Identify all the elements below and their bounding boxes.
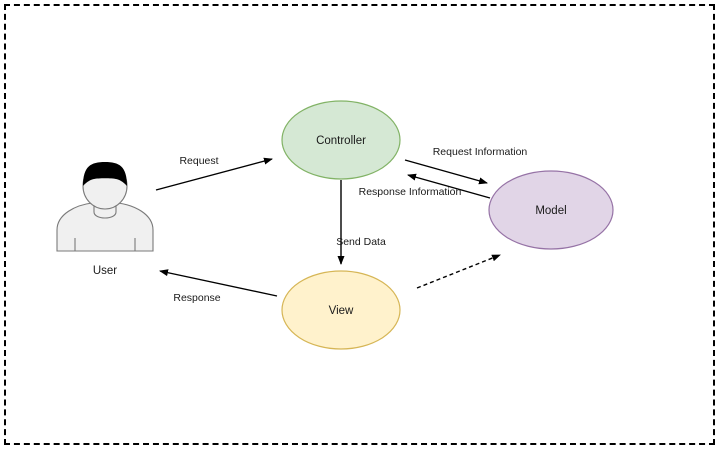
actor-user[interactable]: User bbox=[56, 162, 154, 277]
user-label: User bbox=[93, 265, 117, 277]
view-label: View bbox=[329, 305, 354, 317]
model-label: Model bbox=[535, 205, 566, 217]
controller-label: Controller bbox=[316, 135, 366, 147]
user-avatar-icon bbox=[56, 162, 154, 252]
node-controller[interactable]: Controller bbox=[281, 100, 401, 180]
edge-send-data: Send Data bbox=[336, 180, 386, 265]
edge-label-request: Request bbox=[179, 155, 218, 167]
edge-view-to-model-dashed bbox=[416, 254, 501, 289]
edge-label-request-information: Request Information bbox=[433, 146, 528, 158]
diagram-frame-border bbox=[4, 4, 715, 445]
edge-request-information: Request Information bbox=[404, 146, 528, 185]
edge-request: Request bbox=[155, 155, 273, 191]
edge-label-send-data: Send Data bbox=[336, 236, 386, 248]
controller-ellipse[interactable] bbox=[281, 100, 401, 180]
node-view[interactable]: View bbox=[281, 270, 401, 350]
model-ellipse[interactable] bbox=[488, 170, 614, 250]
edge-response: Response bbox=[159, 269, 278, 304]
node-model[interactable]: Model bbox=[488, 170, 614, 250]
edge-label-response: Response bbox=[173, 292, 220, 304]
edge-label-response-information: Response Information bbox=[359, 186, 462, 198]
user-hair-shape bbox=[83, 162, 127, 186]
view-ellipse[interactable] bbox=[281, 270, 401, 350]
edge-response-information: Response Information bbox=[359, 173, 491, 199]
